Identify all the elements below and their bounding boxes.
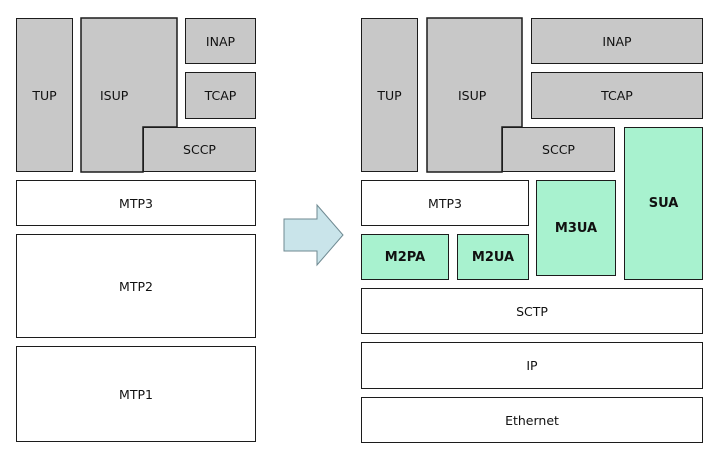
ss7-sccp-layer: SCCP	[143, 127, 256, 172]
sigtran-ethernet-label: Ethernet	[505, 412, 559, 428]
ss7-mtp1-label: MTP1	[119, 386, 153, 402]
sigtran-tcap-layer: TCAP	[531, 72, 703, 119]
sigtran-sccp-layer: SCCP	[502, 127, 615, 172]
ss7-mtp3-label: MTP3	[119, 195, 153, 211]
sigtran-sccp-label: SCCP	[542, 142, 575, 157]
sigtran-m2ua-layer: M2UA	[457, 234, 529, 280]
ss7-tup-layer: TUP	[16, 18, 73, 172]
sigtran-isup-label: ISUP	[458, 88, 487, 103]
ss7-mtp2-layer: MTP2	[16, 234, 256, 338]
ss7-isup-label: ISUP	[100, 88, 129, 103]
ss7-tcap-label: TCAP	[204, 88, 237, 103]
ss7-inap-layer: INAP	[185, 18, 256, 64]
sigtran-mtp3-layer: MTP3	[361, 180, 529, 226]
sigtran-m3ua-layer: M3UA	[536, 180, 616, 276]
ss7-tup-label: TUP	[32, 87, 57, 103]
sigtran-tcap-label: TCAP	[601, 88, 633, 103]
sigtran-sctp-label: SCTP	[516, 303, 548, 319]
ss7-tcap-layer: TCAP	[185, 72, 256, 119]
sigtran-sctp-layer: SCTP	[361, 288, 703, 334]
sigtran-ip-label: IP	[526, 358, 538, 373]
sigtran-ip-layer: IP	[361, 342, 703, 389]
ss7-inap-label: INAP	[205, 33, 236, 49]
sigtran-ethernet-layer: Ethernet	[361, 397, 703, 443]
sigtran-m2pa-label: M2PA	[384, 249, 426, 265]
ss7-mtp3-layer: MTP3	[16, 180, 256, 226]
ss7-mtp1-layer: MTP1	[16, 346, 256, 442]
sigtran-mtp3-label: MTP3	[428, 195, 462, 211]
sigtran-inap-layer: INAP	[531, 18, 703, 64]
sigtran-m2pa-layer: M2PA	[361, 234, 449, 280]
sigtran-inap-label: INAP	[602, 33, 632, 49]
sigtran-tup-layer: TUP	[361, 18, 418, 172]
sigtran-sua-label: SUA	[648, 196, 679, 211]
sigtran-tup-label: TUP	[377, 87, 402, 103]
sigtran-m3ua-label: M3UA	[554, 220, 598, 236]
ss7-sccp-label: SCCP	[183, 142, 216, 157]
sigtran-m2ua-label: M2UA	[471, 249, 515, 265]
ss7-mtp2-label: MTP2	[119, 278, 153, 294]
right-arrow-icon	[283, 203, 344, 267]
sigtran-sua-layer: SUA	[624, 127, 703, 280]
